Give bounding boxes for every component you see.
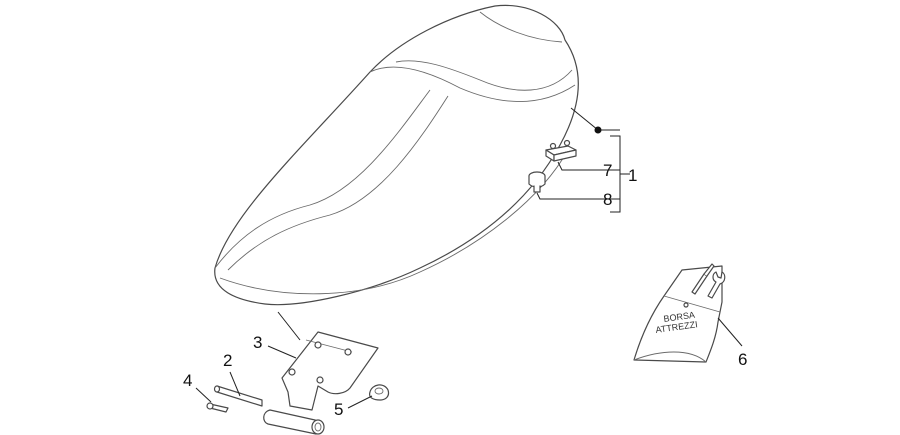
callout-1: 1 bbox=[628, 166, 637, 185]
bracket-part-7 bbox=[545, 139, 577, 162]
callout-8: 8 bbox=[603, 190, 612, 209]
callout-2: 2 bbox=[223, 351, 232, 370]
callout-5: 5 bbox=[334, 400, 343, 419]
leader-2 bbox=[229, 371, 241, 397]
grommet-part-5 bbox=[369, 384, 390, 401]
hinge-plate-part-3 bbox=[263, 331, 379, 435]
seat-part bbox=[214, 4, 579, 306]
leader-3 bbox=[267, 345, 297, 359]
callout-leaders-right bbox=[536, 107, 630, 213]
leader-seat-to-plate bbox=[277, 311, 301, 341]
leader-6 bbox=[717, 317, 743, 347]
callout-6: 6 bbox=[738, 350, 747, 369]
callout-7: 7 bbox=[603, 161, 612, 180]
pin-part-2 bbox=[213, 385, 263, 407]
clip-part-4 bbox=[206, 402, 229, 413]
callout-4: 4 bbox=[183, 371, 192, 390]
bolt-part-8 bbox=[528, 171, 546, 193]
tool-bag-part-6: BORSA ATTREZZI bbox=[633, 263, 726, 363]
tool-bag-label-line1: BORSA bbox=[663, 310, 696, 324]
callout-3: 3 bbox=[253, 333, 262, 352]
leader-4 bbox=[195, 387, 212, 403]
leader-5 bbox=[347, 395, 373, 409]
